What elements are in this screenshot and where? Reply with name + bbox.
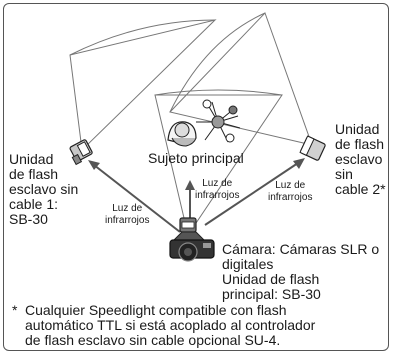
ir-arrow-right bbox=[204, 158, 305, 226]
slave-flash-2-icon bbox=[299, 135, 326, 161]
ir-arrow-center bbox=[185, 180, 195, 222]
ir-light-right-label: Luz de infrarrojos bbox=[268, 180, 313, 203]
ir-arrow-left bbox=[88, 160, 181, 233]
slave-flash-1-icon bbox=[69, 139, 93, 166]
slave2-coverage-cone bbox=[169, 12, 313, 146]
master-coverage-cone bbox=[154, 94, 283, 237]
subject-flowers-icon bbox=[196, 99, 241, 143]
subject-label: Sujeto principal bbox=[148, 150, 244, 166]
master-flash-label: Unidad de flash principal: SB-30 bbox=[222, 271, 321, 302]
ir-light-left-label: Luz de infrarrojos bbox=[105, 203, 150, 226]
slave1-coverage-cone bbox=[69, 19, 217, 152]
footnote: * Cualquier Speedlight compatible con fl… bbox=[12, 303, 382, 348]
footnote-text: Cualquier Speedlight compatible con flas… bbox=[25, 302, 316, 348]
ir-light-center-label: Luz de infrarrojos bbox=[195, 178, 240, 201]
slave-flash-2-label: Unidad de flash esclavo sin cable 2* bbox=[335, 121, 386, 197]
diagram-frame bbox=[3, 3, 389, 351]
slave2-coverage-arc bbox=[169, 12, 266, 113]
slave1-coverage-arc bbox=[69, 19, 216, 56]
camera-icon bbox=[169, 217, 215, 262]
master-coverage-arc bbox=[154, 89, 283, 96]
footnote-star: * bbox=[12, 302, 18, 318]
subject-figure-icon bbox=[167, 121, 197, 147]
camera-label: Cámara: Cámaras SLR o digitales bbox=[222, 241, 380, 272]
slave-flash-1-label: Unidad de flash esclavo sin cable 1: SB-… bbox=[9, 151, 79, 227]
